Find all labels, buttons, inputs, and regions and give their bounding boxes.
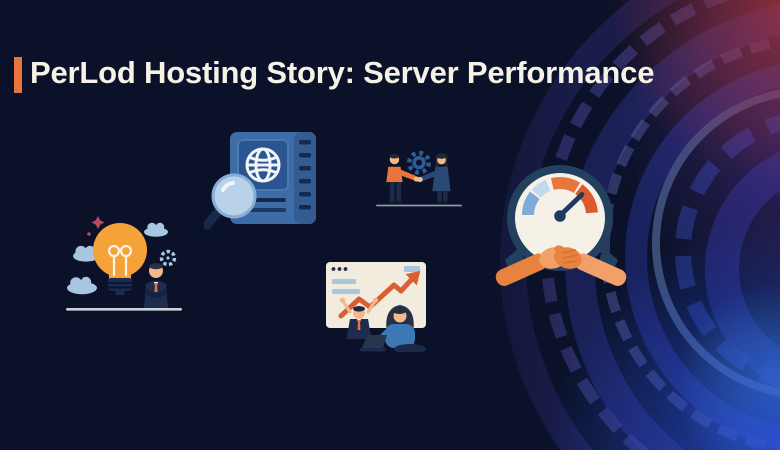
lightbulb-icon [93, 223, 147, 295]
ground-line [66, 308, 182, 311]
globe-icon [245, 147, 281, 183]
handshake-icon [495, 245, 627, 286]
person-left-figure [386, 154, 420, 205]
gear-outline-icon [159, 249, 177, 267]
idea-illustration [62, 212, 186, 314]
speedometer-icon [522, 177, 598, 216]
ground-line [376, 204, 462, 207]
gauge-needle [554, 192, 585, 222]
celebrating-man-figure [339, 297, 379, 339]
sparkle-icon [87, 216, 105, 236]
title-accent-bar [14, 57, 22, 93]
woman-with-laptop-figure [360, 305, 426, 352]
server-search-illustration [204, 124, 340, 236]
performance-illustration [493, 158, 630, 295]
cloud-icon [67, 222, 168, 295]
page-title: PerLod Hosting Story: Server Performance [30, 55, 655, 90]
growth-arrow-icon [338, 270, 421, 319]
gear-icon [406, 150, 432, 175]
partnership-illustration [374, 146, 464, 212]
person-right-figure [417, 153, 451, 205]
businessman-figure [144, 263, 168, 308]
magnifier-icon [204, 173, 257, 230]
growth-chart-illustration [314, 256, 438, 352]
